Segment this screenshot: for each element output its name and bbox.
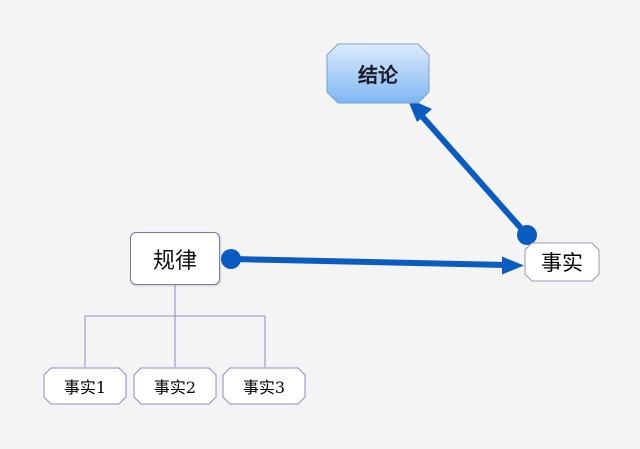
- fact-node-label: 事实: [541, 251, 583, 275]
- arrow-shaft-fact-conclusion: [417, 112, 530, 237]
- rule-node[interactable]: 规律: [130, 232, 220, 285]
- arrow-fact-to-conclusion: [407, 98, 537, 245]
- conclusion-node-shape: [326, 43, 430, 104]
- arrow-head-fact-conclusion: [407, 98, 432, 122]
- conclusion-node-label: 结论: [358, 63, 398, 87]
- arrow-shaft-rule-fact: [230, 256, 507, 268]
- fact3-node-label: 事实3: [242, 378, 286, 397]
- fact1-node[interactable]: 事实1: [43, 367, 127, 405]
- fact-node-shape: [524, 242, 600, 282]
- fact2-node-shape: [133, 367, 217, 405]
- fact1-node-shape: [43, 367, 127, 405]
- fact3-node-shape: [222, 367, 306, 405]
- conclusion-node[interactable]: 结论: [326, 43, 430, 104]
- arrow-head-rule-fact: [502, 256, 524, 275]
- fact1-node-label: 事实1: [63, 378, 107, 397]
- fact2-node[interactable]: 事实2: [133, 367, 217, 405]
- fact-node[interactable]: 事实: [524, 242, 600, 282]
- fact3-node[interactable]: 事实3: [222, 367, 306, 405]
- rule-node-label: 规律: [152, 248, 197, 274]
- tree-connectors: [84, 285, 266, 367]
- arrow-rule-to-fact: [221, 249, 524, 275]
- fact2-node-label: 事实2: [153, 378, 197, 397]
